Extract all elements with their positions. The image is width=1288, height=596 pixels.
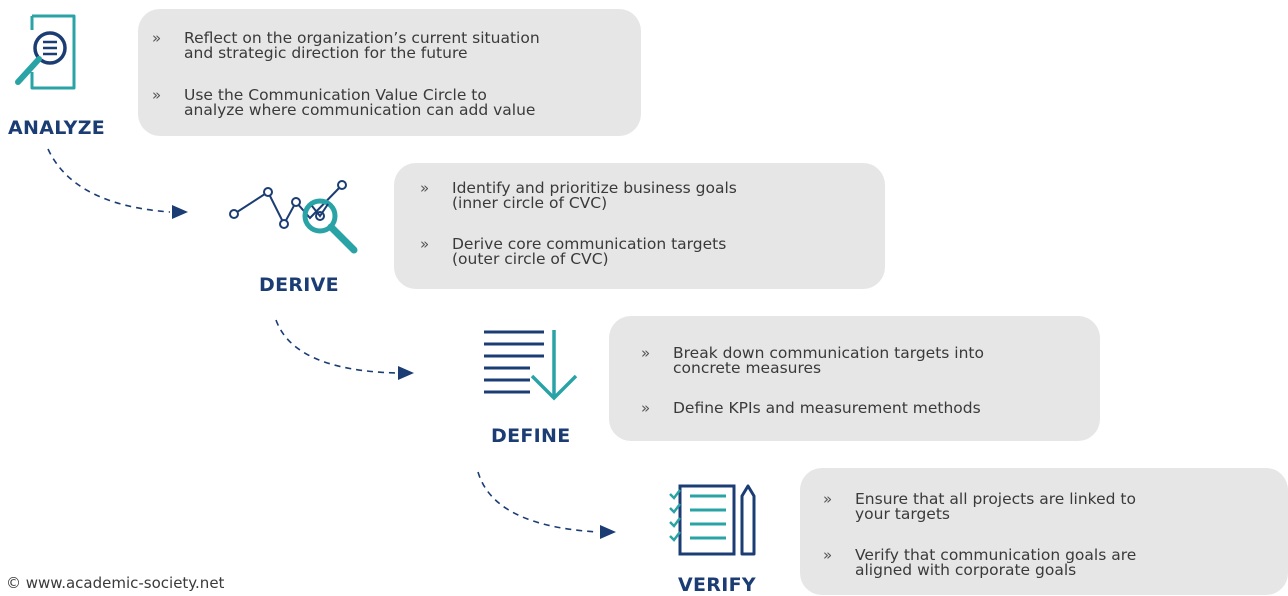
step-label-define: DEFINE [491,425,571,447]
analyze-description-box [138,9,641,136]
bullet-marker: » [641,344,651,362]
derive-bullet-1-text: Identify and prioritize business goals (… [452,179,737,212]
document-magnifier-icon [15,14,76,90]
define-bullet-1-text: Break down communication targets into co… [673,344,984,377]
flow-arrow-derive-to-define [275,319,414,380]
bullet-marker: » [420,235,430,253]
bullet-marker: » [641,399,651,417]
bullet-marker: » [420,179,430,197]
checklist-pencil-icon [669,484,756,556]
bullet-marker: » [823,490,833,508]
lines-down-arrow-icon [484,330,578,401]
step-label-verify: VERIFY [678,574,756,596]
verify-bullet-1-text: Ensure that all projects are linked to y… [855,490,1136,523]
bullet-marker: » [823,546,833,564]
verify-bullet-2-text: Verify that communication goals are alig… [855,546,1137,579]
bullet-marker: » [152,86,162,104]
verify-description-box [800,468,1288,595]
flow-arrow-define-to-verify [477,471,616,539]
analyze-bullet-2-text: Use the Communication Value Circle to an… [184,86,536,119]
define-description-box [609,316,1100,441]
step-label-analyze: ANALYZE [8,117,106,139]
flow-arrow-analyze-to-derive [47,148,188,219]
line-chart-magnifier-icon [229,180,358,254]
define-bullet-2-text: Define KPIs and measurement methods [673,399,981,417]
derive-description-box [394,163,885,289]
copyright-footer: © www.academic-society.net [6,574,225,592]
step-label-derive: DERIVE [259,274,339,296]
derive-bullet-2-text: Derive core communication targets (outer… [452,235,727,268]
bullet-marker: » [152,29,162,47]
analyze-bullet-1-text: Reflect on the organization’s current si… [184,29,540,62]
